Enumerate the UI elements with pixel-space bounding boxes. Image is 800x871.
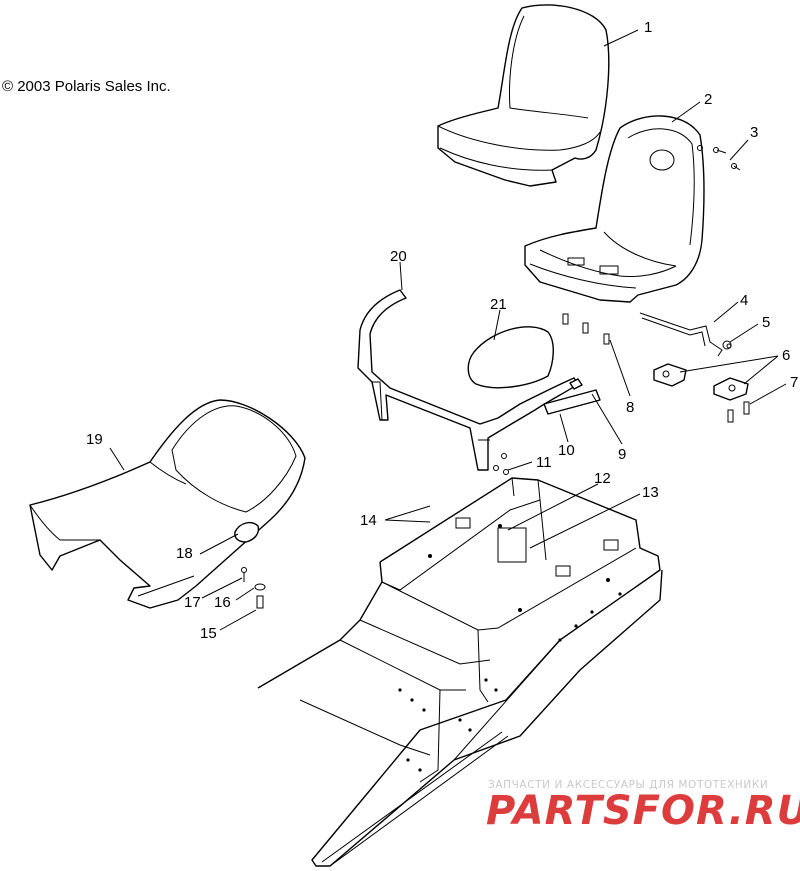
- callout-10: 10: [558, 442, 575, 459]
- part-15-16-17-fasteners: [241, 567, 266, 609]
- part-5-spring: [722, 340, 732, 350]
- callout-12: 12: [594, 470, 611, 487]
- callout-labels: 1 2 3 4 5 6 7 8 9 10 11 12 13 14 15 16 1…: [86, 19, 798, 642]
- callout-19: 19: [86, 431, 103, 448]
- watermark-logo: PARTSFOR.RU: [486, 788, 800, 834]
- callout-2: 2: [704, 91, 712, 108]
- leader-lines: [109, 29, 787, 631]
- part-20-grab-handle: [357, 289, 579, 471]
- part-8-pins: [562, 313, 610, 345]
- callout-3: 3: [750, 124, 758, 141]
- callout-11: 11: [536, 454, 552, 471]
- callout-13: 13: [642, 484, 659, 501]
- callout-20: 20: [390, 248, 407, 265]
- part-3-screws: [697, 145, 741, 171]
- callout-5: 5: [762, 314, 770, 331]
- callout-6: 6: [782, 347, 790, 364]
- part-7-bolts: [727, 401, 750, 423]
- callout-1: 1: [644, 19, 652, 36]
- part-6-latch-plates: [653, 363, 749, 401]
- callout-16: 16: [214, 594, 231, 611]
- callout-14: 14: [360, 512, 377, 529]
- callout-9: 9: [618, 446, 626, 463]
- callout-18: 18: [176, 545, 193, 562]
- callout-8: 8: [626, 399, 634, 416]
- part-19-rear-seat: [29, 399, 306, 609]
- callout-4: 4: [740, 292, 748, 309]
- part-1-upper-seat: [437, 4, 610, 187]
- part-4-latch-rod: [639, 312, 723, 357]
- part-9-10-tubes: [543, 378, 601, 415]
- watermark-tagline: ЗАПЧАСТИ И АКСЕССУАРЫ ДЛЯ МОТОТЕХНИКИ: [488, 779, 769, 791]
- part-2-seat-base: [524, 115, 705, 303]
- part-21-pad: [467, 326, 554, 389]
- callout-7: 7: [790, 374, 798, 391]
- callout-17: 17: [184, 594, 201, 611]
- chassis-tunnel: [257, 477, 663, 867]
- part-11-screws: [493, 453, 509, 475]
- callout-15: 15: [200, 625, 217, 642]
- callout-21: 21: [490, 296, 507, 313]
- copyright-notice: © 2003 Polaris Sales Inc.: [2, 78, 171, 95]
